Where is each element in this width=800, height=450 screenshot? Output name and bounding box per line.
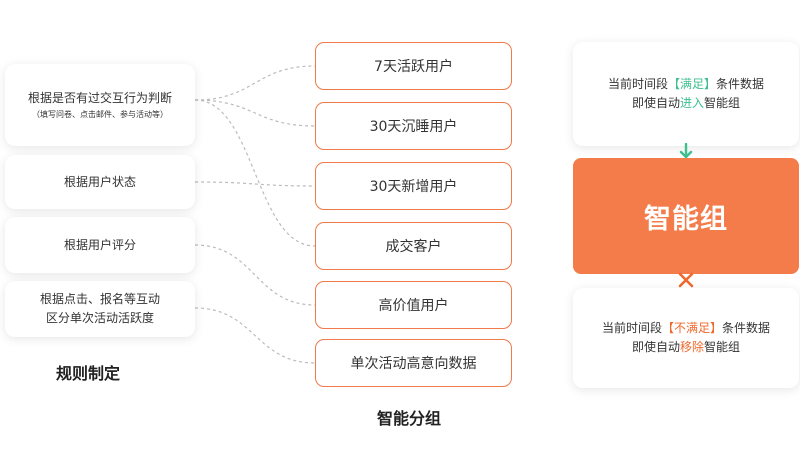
group-box: 30天新增用户 <box>315 162 512 210</box>
rule-text: 根据用户评分 <box>63 237 136 252</box>
condition-action: 移除 <box>679 340 704 354</box>
cross-icon <box>678 272 694 288</box>
rule-card-interaction: 根据是否有过交互行为判断 （填写问卷、点击邮件、参与活动等） <box>5 64 195 146</box>
connector-rule3-group5 <box>194 244 316 306</box>
condition-text: 智能组 <box>704 340 741 354</box>
condition-text: 即使自动 <box>631 340 680 354</box>
group-box: 成交客户 <box>315 222 512 270</box>
condition-text: 智能组 <box>704 96 741 110</box>
enter-condition-card: 当前时间段【满足】条件数据 即使自动进入智能组 <box>573 42 799 146</box>
condition-keyword: 【满足】 <box>667 77 716 91</box>
connector-rule1-group1 <box>194 65 316 101</box>
connector-rule1-group4 <box>194 99 316 247</box>
condition-action: 进入 <box>679 96 704 110</box>
rule-card-activity: 根据点击、报名等互动区分单次活动活跃度 <box>5 281 195 337</box>
group-box: 单次活动高意向数据 <box>315 339 512 387</box>
condition-text: 条件数据 <box>716 77 765 91</box>
rule-text: 根据用户状态 <box>63 174 136 189</box>
condition-text: 条件数据 <box>722 321 771 335</box>
group-box: 30天沉睡用户 <box>315 102 512 150</box>
exit-condition-line2: 即使自动移除智能组 <box>632 338 740 357</box>
exit-condition-card: 当前时间段【不满足】条件数据 即使自动移除智能组 <box>573 288 799 388</box>
condition-text: 即使自动 <box>631 96 680 110</box>
rule-subtext: （填写问卷、点击邮件、参与活动等） <box>32 110 168 119</box>
group-box: 7天活跃用户 <box>315 42 512 90</box>
connector-rule2-group3 <box>194 181 316 187</box>
rule-card-user-status: 根据用户状态 <box>5 155 195 209</box>
arrow-down-icon <box>679 143 693 159</box>
rule-card-user-score: 根据用户评分 <box>5 217 195 273</box>
smart-group-block: 智能组 <box>573 158 799 274</box>
group-box: 高价值用户 <box>315 281 512 329</box>
connector-rule1-group2 <box>194 99 316 127</box>
exit-condition-line1: 当前时间段【不满足】条件数据 <box>602 319 770 338</box>
rule-text: 根据点击、报名等互动区分单次活动活跃度 <box>39 292 160 325</box>
enter-condition-line2: 即使自动进入智能组 <box>632 94 740 113</box>
condition-text: 当前时间段 <box>601 321 662 335</box>
connector-rule4-group6 <box>194 307 316 364</box>
rules-title: 规则制定 <box>56 364 121 383</box>
groups-title: 智能分组 <box>377 409 442 428</box>
condition-text: 当前时间段 <box>607 77 668 91</box>
rule-text: 根据是否有过交互行为判断 <box>27 91 172 105</box>
condition-keyword: 【不满足】 <box>661 321 722 335</box>
enter-condition-line1: 当前时间段【满足】条件数据 <box>608 75 764 94</box>
